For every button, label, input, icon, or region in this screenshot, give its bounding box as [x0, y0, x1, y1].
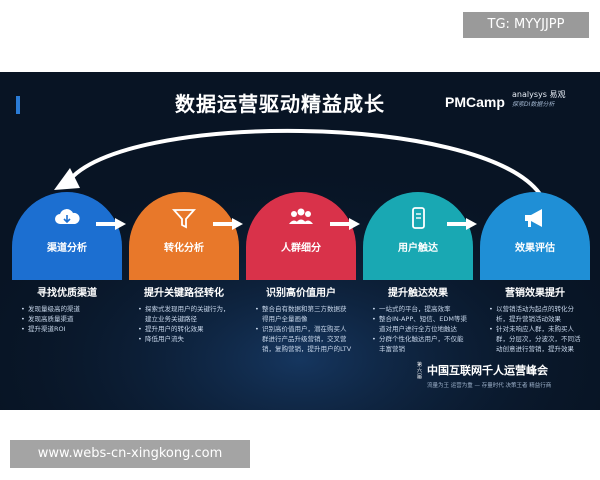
- arrow-right-icon: [213, 218, 243, 230]
- edition-label: 第六届: [417, 362, 423, 380]
- phone-icon: [412, 207, 425, 229]
- step-heading: 提升关键路径转化: [144, 288, 224, 299]
- accent-bar: [16, 96, 20, 114]
- list-item: 发现高质量渠道: [20, 314, 118, 324]
- step-channel-analysis: 渠道分析 寻找优质渠道 发现量级高的渠道 发现高质量渠道 提升渠道ROI: [12, 192, 122, 410]
- step-bullets: 以营销活动为起点的转化分析，提升营销活动效果 针对未响应人群，未购买人群，分层次…: [488, 304, 586, 354]
- step-bullets: 探索式发现用户的关键行为，建立业务关键路径 提升用户的转化效果 降低用户流失: [137, 304, 235, 344]
- megaphone-icon: [525, 209, 542, 227]
- list-item: 提升用户的转化效果: [137, 324, 235, 334]
- slide-image: 数据运营驱动精益成长 PMCamp analysys 易观 探索DI数据分析 渠…: [0, 72, 600, 410]
- step-label: 效果评估: [515, 243, 555, 254]
- list-item: 提升渠道ROI: [20, 324, 118, 334]
- step-label: 用户触达: [398, 243, 438, 254]
- step-heading: 提升触达效果: [388, 288, 448, 299]
- step-user-reach: 用户触达 提升触达效果 一站式的平台，提高效率 整合IN-APP、短信、EDM等…: [363, 192, 473, 410]
- step-heading: 营销效果提升: [505, 288, 565, 299]
- watermark-bottom-left: www.webs-cn-xingkong.com: [10, 440, 250, 468]
- list-item: 整合IN-APP、短信、EDM等渠道对用户进行全方位地触达: [371, 314, 469, 334]
- arrow-right-icon: [447, 218, 477, 230]
- list-item: 分群个性化触达用户，不仅能丰富营销: [371, 334, 469, 354]
- watermark-top-right: TG: MYYJJPP: [463, 12, 589, 38]
- slide-title: 数据运营驱动精益成长: [175, 92, 385, 116]
- list-item: 以营销活动为起点的转化分析，提升营销活动效果: [488, 304, 586, 324]
- cloud-icon: [55, 209, 80, 224]
- step-conversion-analysis: 转化分析 提升关键路径转化 探索式发现用户的关键行为，建立业务关键路径 提升用户…: [129, 192, 239, 410]
- step-label: 渠道分析: [47, 243, 87, 254]
- conference-name: 中国互联网千人运营峰会: [427, 364, 548, 377]
- analysys-logo: analysys 易观 探索DI数据分析: [512, 90, 565, 110]
- conference-footer: 第六届 中国互联网千人运营峰会 流量为王 运营为重 — 存量时代 决策王者 精益…: [405, 362, 595, 398]
- step-shape: [480, 192, 590, 280]
- list-item: 一站式的平台，提高效率: [371, 304, 469, 314]
- cycle-arrow: [54, 129, 542, 196]
- list-item: 发现量级高的渠道: [20, 304, 118, 314]
- step-bullets: 发现量级高的渠道 发现高质量渠道 提升渠道ROI: [20, 304, 118, 334]
- step-effect-evaluation: 效果评估 营销效果提升 以营销活动为起点的转化分析，提升营销活动效果 针对未响应…: [480, 192, 590, 410]
- arrow-right-icon: [330, 218, 360, 230]
- list-item: 降低用户流失: [137, 334, 235, 344]
- partner-name: analysys 易观: [512, 90, 566, 99]
- list-item: 针对未响应人群，未购买人群，分层次，分波次，不同活动创意进行营销，提升效果: [488, 324, 586, 354]
- step-shape: [363, 192, 473, 280]
- list-item: 整合自有数据和第三方数据获得用户全量画像: [254, 304, 352, 324]
- step-shape: [246, 192, 356, 280]
- step-bullets: 整合自有数据和第三方数据获得用户全量画像 识别高价值用户，潜在购买人群进行产品升…: [254, 304, 352, 354]
- list-item: 探索式发现用户的关键行为，建立业务关键路径: [137, 304, 235, 324]
- arrow-right-icon: [96, 218, 126, 230]
- pmcamp-logo: PMCamp: [445, 94, 505, 110]
- step-heading: 寻找优质渠道: [37, 288, 97, 299]
- people-icon: [289, 208, 313, 224]
- step-shape: [129, 192, 239, 280]
- step-bullets: 一站式的平台，提高效率 整合IN-APP、短信、EDM等渠道对用户进行全方位地触…: [371, 304, 469, 354]
- list-item: 识别高价值用户，潜在购买人群进行产品升级营销，交叉营销，复购营销，提升用户的LT…: [254, 324, 352, 354]
- funnel-icon: [171, 209, 197, 229]
- step-heading: 识别高价值用户: [266, 288, 336, 299]
- step-shape: [12, 192, 122, 280]
- conference-slogan: 流量为王 运营为重 — 存量时代 决策王者 精益行商: [427, 383, 552, 389]
- partner-tagline: 探索DI数据分析: [512, 101, 555, 108]
- step-user-segmentation: 人群细分 识别高价值用户 整合自有数据和第三方数据获得用户全量画像 识别高价值用…: [246, 192, 356, 410]
- step-label: 转化分析: [164, 243, 204, 254]
- step-label: 人群细分: [281, 243, 321, 254]
